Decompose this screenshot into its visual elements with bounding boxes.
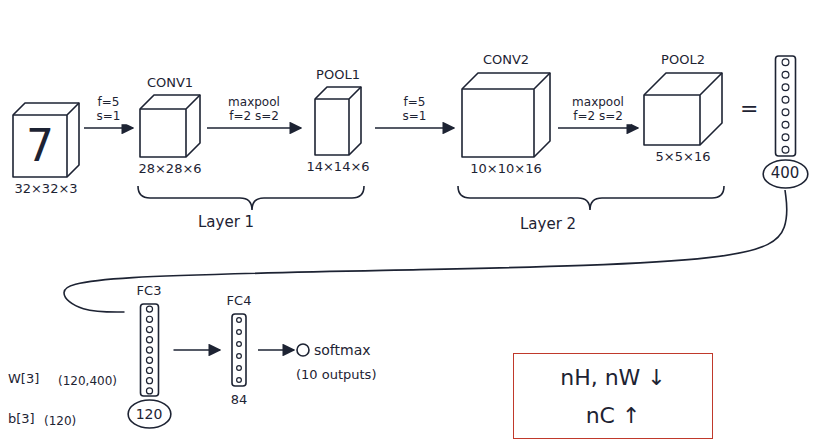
vector-outline: [140, 304, 158, 396]
layer-brace: [458, 186, 724, 210]
bias-symbol: b[3]: [8, 412, 35, 427]
equals-sign: =: [740, 96, 758, 121]
shape-note: (120): [44, 415, 76, 429]
dimension-label: 14×14×6: [306, 160, 369, 175]
unit-dot: [782, 146, 789, 153]
connector-arrow: [84, 127, 133, 129]
unit-dot: [237, 354, 242, 359]
operation-label: maxpool f=2 s=2: [565, 95, 631, 124]
operation-label: f=5 s=1: [396, 95, 434, 124]
connector-arrow: [558, 127, 638, 129]
unit-dot: [237, 342, 242, 347]
unit-dot: [237, 366, 242, 371]
layer-name: FC3: [137, 284, 162, 299]
input-volume: 7 32×32×3: [8, 102, 84, 200]
unit-dot: [782, 109, 789, 116]
layer-name: CONV1: [147, 76, 193, 91]
dimension-label: 400: [771, 165, 800, 182]
volume-edge: [462, 73, 550, 157]
volume-edge: [13, 103, 79, 177]
operation-label: f=5 s=1: [90, 95, 128, 124]
unit-dot: [782, 59, 789, 66]
layer-name: FC4: [227, 294, 252, 309]
layer-name: POOL2: [661, 53, 705, 68]
unit-dot: [782, 134, 789, 141]
connector-arrow: [64, 190, 787, 312]
conv-volume: CONV1 28×28×6: [133, 72, 207, 180]
dimension-label: 5×5×16: [656, 150, 711, 165]
layer-name: Layer 1: [198, 214, 254, 231]
unit-dot: [782, 96, 789, 103]
unit-dot: [146, 357, 152, 363]
volume-edge: [644, 73, 722, 145]
vector-outline: [775, 56, 795, 156]
volume-face: [140, 95, 200, 157]
node-text: softmax: [314, 342, 371, 358]
unit-dot: [146, 316, 152, 322]
dimension-label: 84: [231, 393, 248, 408]
fc-layer: FC3 120: [125, 280, 174, 430]
node-text: (10 outputs): [296, 368, 376, 383]
node-text: 7: [26, 121, 54, 172]
cube-outline: [454, 48, 558, 180]
pool-volume: POOL2 5×5×16: [638, 48, 728, 168]
unit-dot: [237, 318, 242, 323]
highlight-ring: [128, 400, 171, 428]
unit-dot: [146, 388, 152, 394]
unit-dot: [237, 378, 242, 383]
unit-dot: [146, 378, 152, 384]
unit-dot: [146, 337, 152, 343]
unit-dot: [146, 326, 152, 332]
volume-edge: [140, 95, 200, 157]
pool-volume: POOL1 14×14×6: [301, 64, 375, 178]
dimension-label: 28×28×6: [138, 162, 201, 177]
unit-dot: [146, 367, 152, 373]
dimension-label: 10×10×16: [470, 162, 541, 177]
shape-note: (120,400): [58, 375, 117, 389]
volume-face: [462, 73, 550, 157]
layer-name: POOL1: [316, 68, 360, 83]
unit-dot: [146, 306, 152, 312]
output-unit: [297, 344, 309, 356]
node-text: nC ↑: [586, 403, 641, 428]
connector-arrow: [258, 349, 294, 351]
conv-volume: CONV2 10×10×16: [454, 48, 558, 180]
weight-symbol: W[3]: [8, 372, 39, 387]
node-text: nH, nW ↓: [560, 365, 666, 390]
highlight-ring: [763, 160, 808, 188]
dimension-label: 120: [136, 406, 163, 422]
layer-brace: [138, 186, 364, 210]
flatten-vector: 400: [760, 54, 811, 190]
volume-face: [13, 103, 79, 177]
volume-edge: [315, 87, 361, 155]
softmax-output: softmax (10 outputs): [294, 340, 404, 388]
layer-name: CONV2: [483, 53, 529, 68]
unit-dot: [782, 84, 789, 91]
connector-arrow: [375, 127, 454, 129]
dimension-label: 32×32×3: [14, 182, 77, 197]
connector-arrow: [207, 127, 301, 129]
operation-label: maxpool f=2 s=2: [221, 95, 287, 124]
unit-dot: [237, 330, 242, 335]
fc-layer: FC4 84: [220, 290, 258, 412]
connector-arrow: [174, 349, 221, 351]
volume-face: [315, 87, 361, 155]
note-box: nH, nW ↓ nC ↑: [513, 353, 713, 439]
unit-dot: [782, 121, 789, 128]
volume-face: [644, 73, 722, 145]
vector-outline: [232, 314, 246, 386]
unit-dot: [146, 347, 152, 353]
layer-name: Layer 2: [520, 216, 576, 233]
unit-dot: [782, 71, 789, 78]
